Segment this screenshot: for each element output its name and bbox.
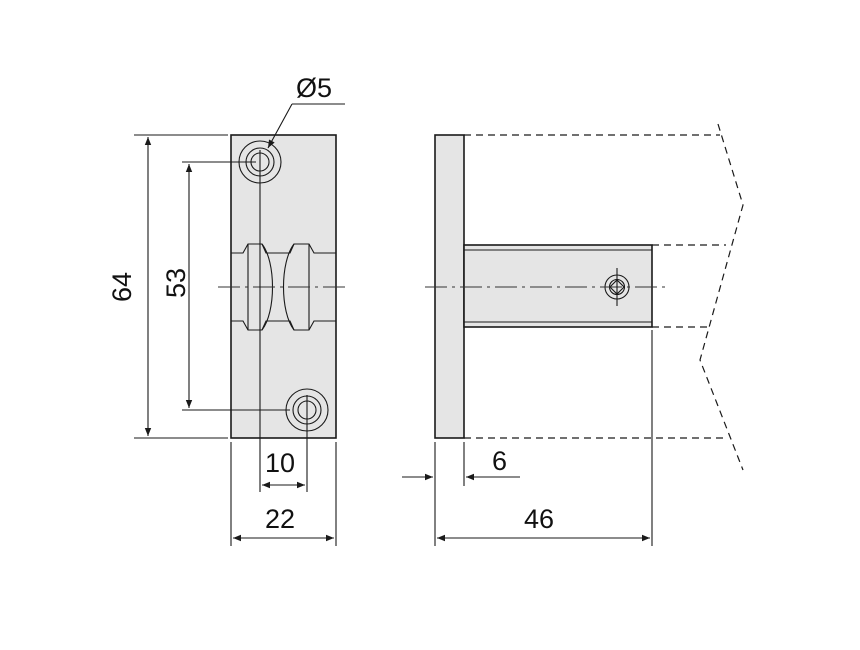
plate-width-dimension: 22 — [230, 442, 337, 546]
hole-offset-dimension: 10 — [262, 448, 305, 489]
hole-offset-label: 10 — [265, 448, 295, 478]
side-plate — [434, 134, 465, 439]
hole-diameter-label: Ø5 — [296, 73, 332, 103]
support-arm — [463, 244, 653, 328]
phantom-shelf — [464, 123, 744, 471]
hole-spacing-label: 53 — [161, 268, 191, 298]
plate-thickness-label: 6 — [492, 446, 507, 476]
front-view — [218, 134, 350, 492]
plate-thickness-dimension: 6 — [402, 442, 520, 546]
side-view — [425, 134, 668, 439]
hole-diameter-callout: Ø5 — [267, 73, 345, 149]
plate-width-label: 22 — [265, 504, 295, 534]
overall-height-dimension: 64 — [107, 134, 228, 439]
overall-depth-label: 46 — [524, 504, 554, 534]
overall-depth-dimension: 46 — [437, 330, 653, 546]
hole-spacing-dimension: 53 — [161, 161, 290, 411]
overall-height-label: 64 — [107, 272, 137, 302]
